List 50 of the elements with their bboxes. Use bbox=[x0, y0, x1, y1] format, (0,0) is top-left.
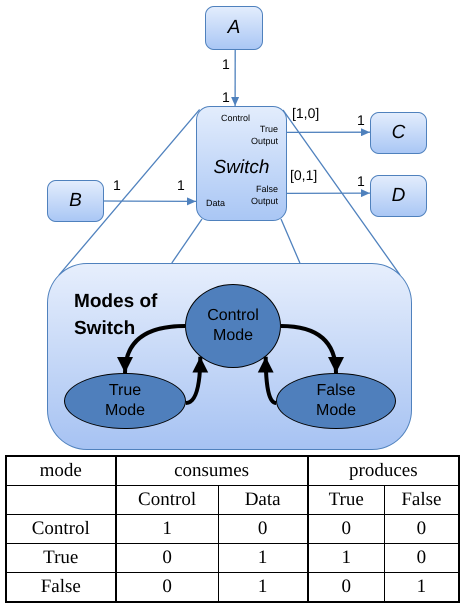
column-header: Data bbox=[218, 486, 308, 514]
port-label: Control bbox=[221, 112, 250, 124]
rate-label: 1 bbox=[357, 113, 365, 128]
rate-label: 1 bbox=[113, 178, 121, 193]
zoom-panel bbox=[47, 263, 412, 450]
rate-label: 1 bbox=[177, 178, 185, 193]
process-box bbox=[370, 112, 427, 154]
process-box bbox=[370, 175, 427, 217]
arrow bbox=[104, 197, 196, 206]
zoom-line bbox=[58, 109, 200, 276]
row-header: Control bbox=[6, 514, 116, 544]
rate-label: 1 bbox=[222, 57, 230, 72]
node-label: A bbox=[228, 17, 240, 39]
switch-box bbox=[196, 106, 287, 221]
value-cell: 0 bbox=[116, 544, 218, 572]
process-box bbox=[47, 180, 104, 222]
column-header: consumes bbox=[116, 456, 308, 486]
rate-label: 1 bbox=[222, 90, 230, 105]
row-header: True bbox=[6, 544, 116, 572]
port-label: False Output bbox=[250, 183, 278, 207]
value-cell: 1 bbox=[308, 544, 384, 572]
panel-title: Modes of Switch bbox=[74, 290, 158, 341]
column-header: mode bbox=[6, 456, 116, 486]
port-label: True Output bbox=[250, 123, 278, 147]
node-label: D bbox=[392, 185, 406, 207]
arrow bbox=[287, 128, 370, 136]
column-header: True bbox=[308, 486, 384, 514]
port-label: Data bbox=[206, 197, 226, 209]
arrow bbox=[118, 324, 186, 374]
rate-label: [1,0] bbox=[292, 106, 320, 121]
node-label: True Mode bbox=[104, 381, 146, 421]
node-label: Switch bbox=[212, 157, 270, 179]
value-cell: 1 bbox=[116, 514, 218, 544]
node-label: False Mode bbox=[314, 381, 358, 421]
zoom-line bbox=[280, 218, 300, 264]
rate-label: 1 bbox=[357, 174, 365, 189]
process-box bbox=[205, 6, 263, 50]
arrow bbox=[280, 324, 344, 374]
value-cell: 1 bbox=[218, 544, 308, 572]
zoom-line bbox=[171, 218, 203, 264]
value-cell: 0 bbox=[218, 514, 308, 544]
node-label: C bbox=[392, 122, 406, 144]
arrow bbox=[231, 50, 240, 106]
node-label: Control Mode bbox=[206, 306, 260, 346]
node-label: B bbox=[69, 190, 82, 212]
value-cell: 0 bbox=[308, 514, 384, 544]
zoom-line bbox=[282, 110, 401, 276]
rate-label: [0,1] bbox=[290, 168, 318, 183]
arrow bbox=[287, 189, 370, 198]
column-header: Control bbox=[116, 486, 218, 514]
